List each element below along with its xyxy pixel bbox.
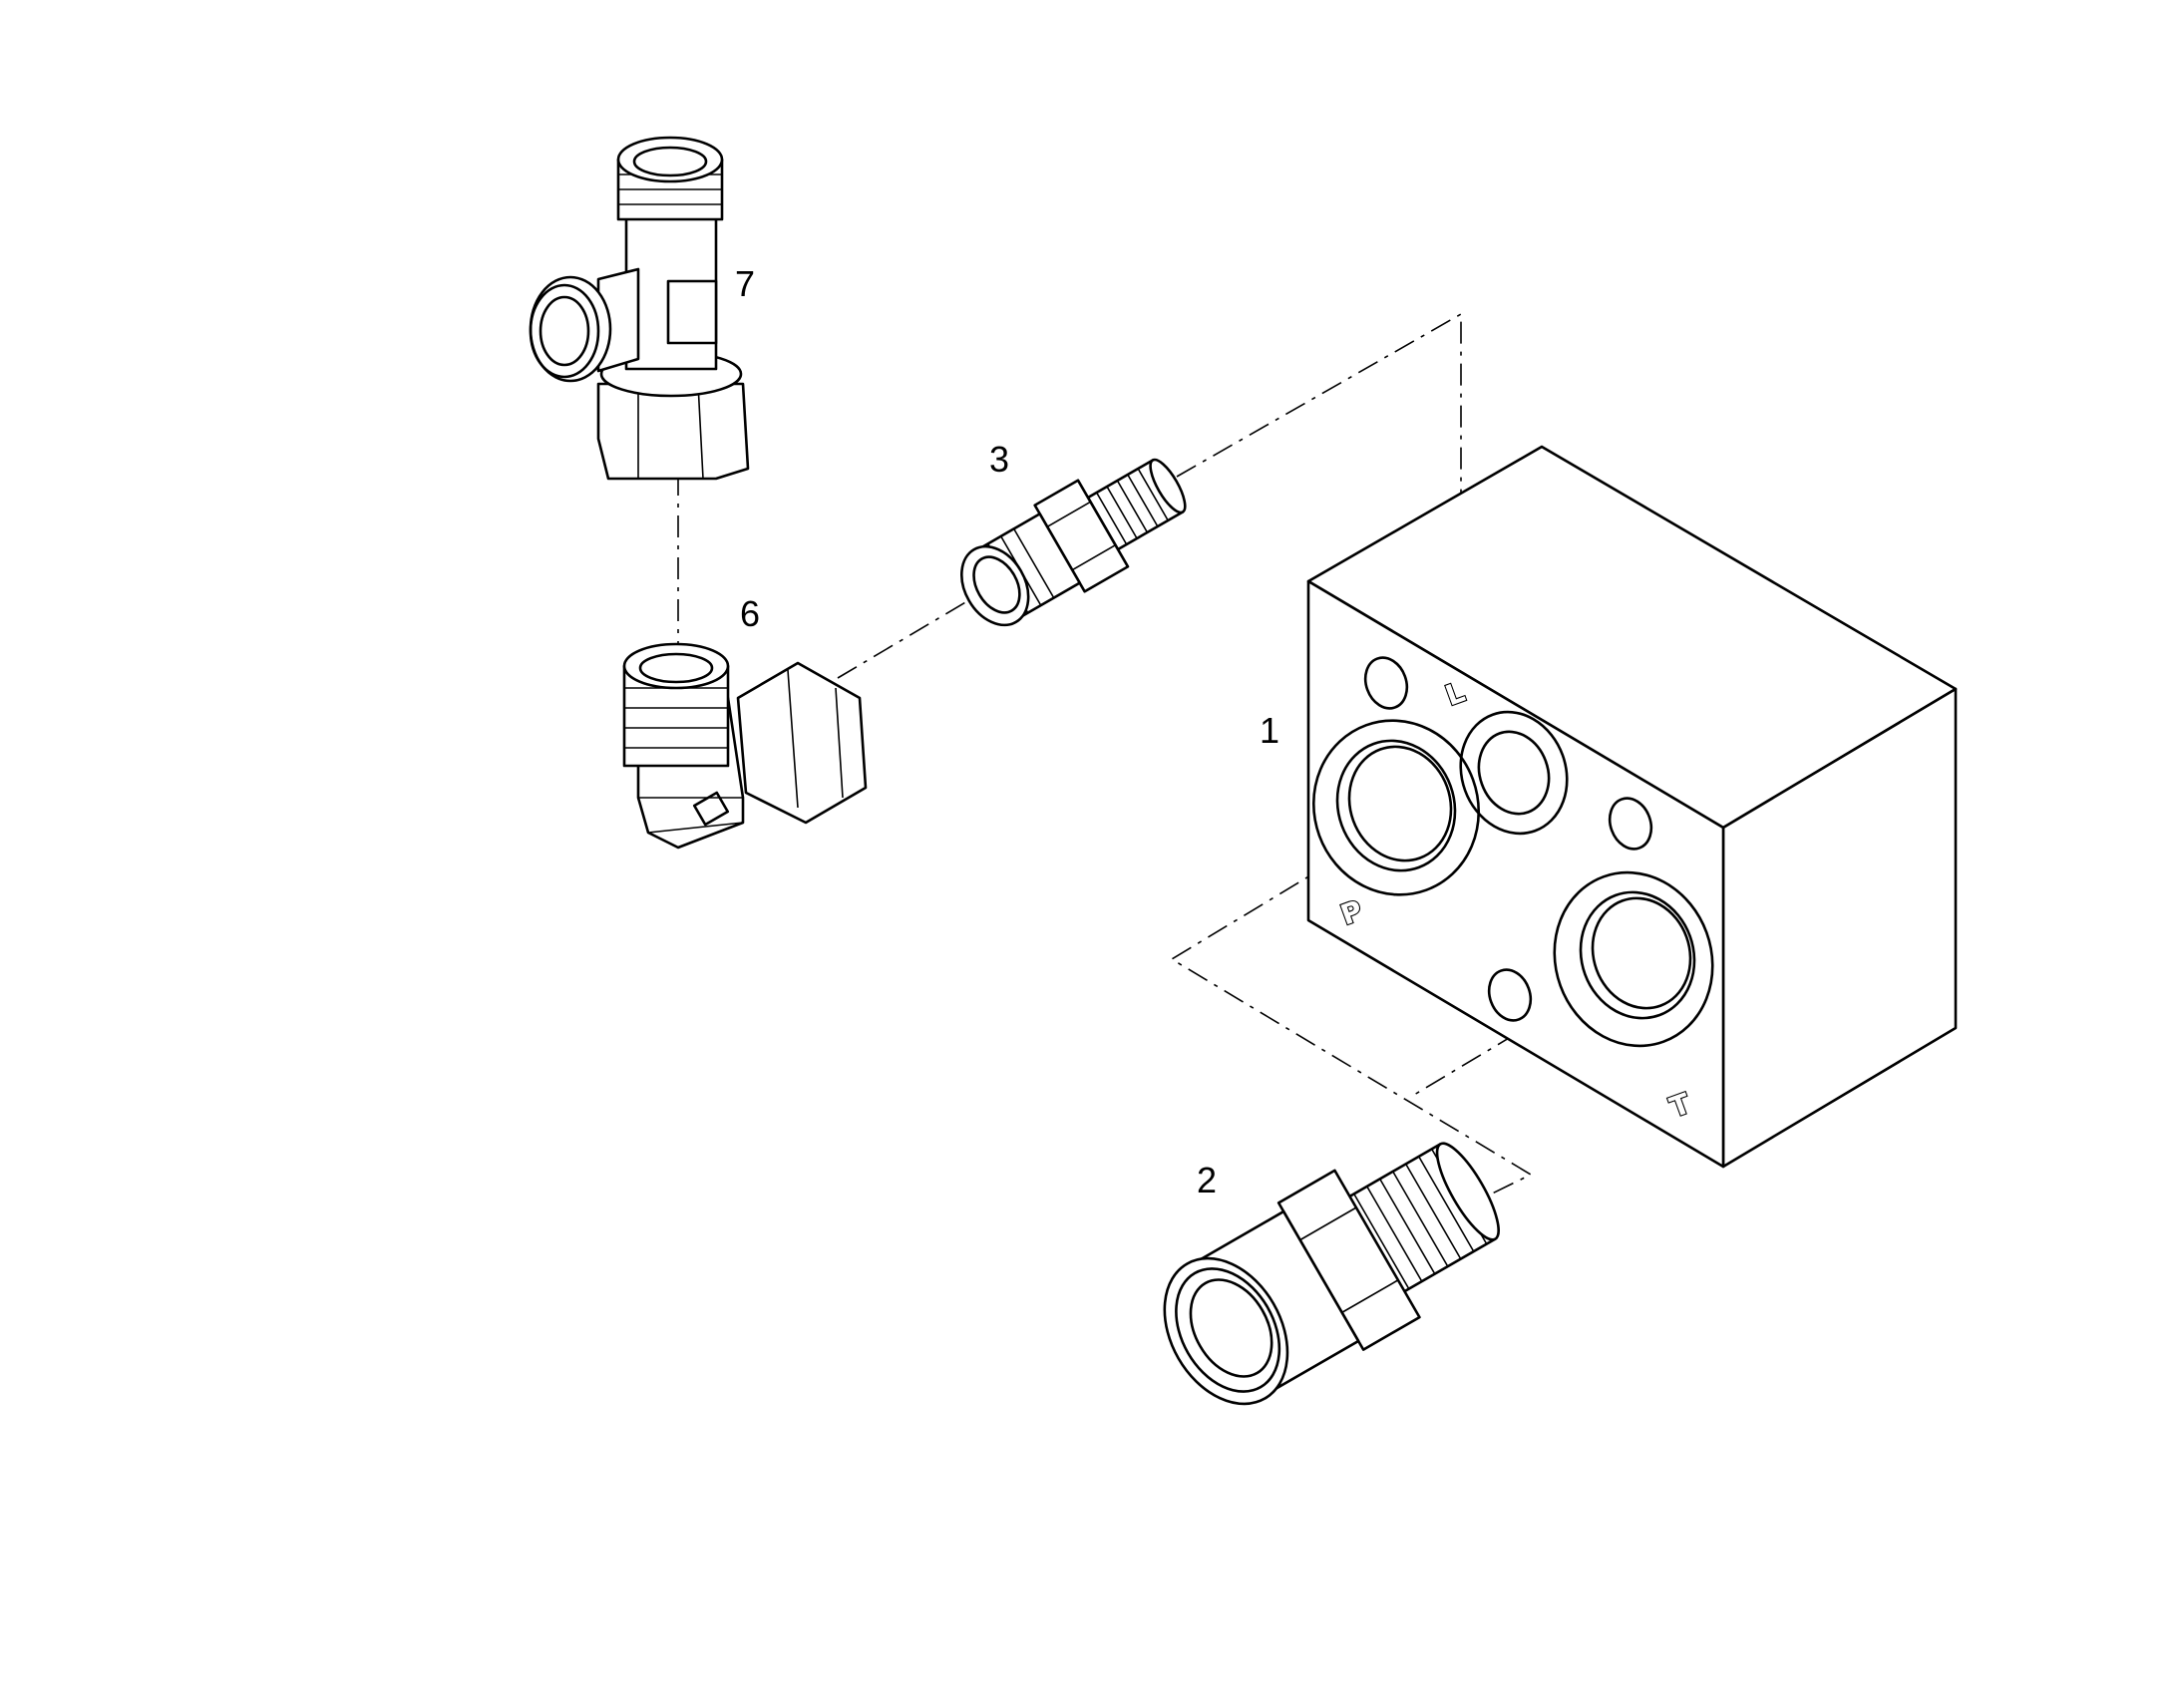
block-front-face: [1306, 579, 1725, 1169]
adapter-3-face: [960, 544, 1030, 627]
tee-7-side-face: [529, 283, 600, 379]
callout-part-3: 3: [989, 439, 1009, 480]
elbow-6-body-edges: [638, 797, 744, 834]
port-p-outer-ring: [1311, 719, 1481, 896]
mounting-hole-3: [1487, 968, 1533, 1022]
adapter-2-bore: [1189, 1278, 1273, 1378]
elbow-6-marking: [692, 791, 730, 827]
center-line-elbow-to-adapter: [837, 597, 973, 679]
callout-part-2: 2: [1197, 1160, 1217, 1200]
tee-7-top-bore: [632, 146, 708, 177]
mounting-hole-1: [1363, 656, 1409, 710]
adapter-3-stud-end: [1149, 458, 1187, 514]
adapter-2-stud-end: [1435, 1142, 1500, 1241]
port-t-bore: [1579, 890, 1696, 1020]
elbow-6-nut: [736, 661, 868, 825]
port-t-inner-bore: [1591, 896, 1692, 1010]
manifold-block: P L T: [1306, 445, 1958, 1169]
swivel-elbow: [622, 642, 868, 850]
port-p-bore: [1335, 739, 1457, 872]
adapter-3-threads: [1095, 468, 1169, 545]
mounting-hole-2: [1608, 797, 1653, 851]
callout-part-1: 1: [1260, 710, 1279, 751]
elbow-6-bore: [638, 652, 714, 684]
callout-part-7: 7: [735, 263, 755, 304]
adapter-2-hex-edges: [1299, 1206, 1399, 1314]
port-t-outer-ring: [1553, 870, 1714, 1048]
tee-7-flat: [666, 279, 718, 345]
stud-adapter-large: [1163, 1142, 1500, 1406]
port-l-bore: [1477, 730, 1551, 816]
callouts: 1 2 3 6 7: [735, 263, 1279, 1200]
center-line-port-p: [1170, 817, 1533, 1202]
adapter-3-hex-edges: [1046, 501, 1116, 571]
adapter-2-threads: [1353, 1148, 1488, 1290]
elbow-6-nut-edges: [787, 669, 844, 809]
adapter-2-face-ring: [1175, 1267, 1281, 1393]
port-l-outer-ring: [1459, 710, 1569, 836]
bulkhead-adapter: [960, 458, 1187, 627]
adapter-3-bore: [972, 555, 1021, 614]
callout-part-6: 6: [740, 593, 760, 634]
port-p-inner-bore: [1347, 745, 1453, 862]
branch-tee: [529, 136, 750, 481]
tee-7-nut-edges: [637, 383, 704, 480]
tee-7-nut: [596, 382, 750, 481]
tee-7-side-bore: [539, 295, 590, 367]
